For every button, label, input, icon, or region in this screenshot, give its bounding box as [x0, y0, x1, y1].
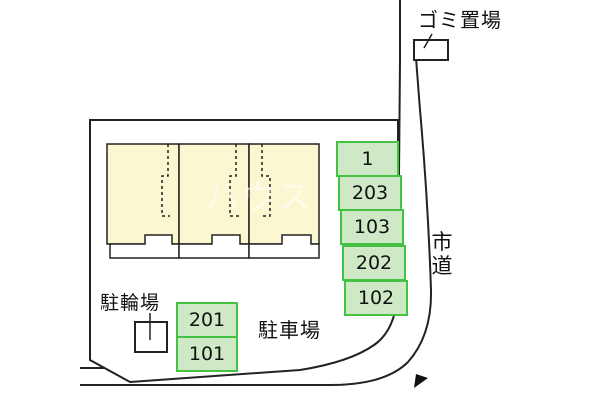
apartment-building: [106, 143, 320, 259]
balcony-strip-2: [178, 234, 250, 259]
parking-space-east: 202: [342, 245, 406, 281]
north-arrow-icon: [414, 374, 428, 388]
bicycle-parking-label: 駐輪場: [100, 292, 161, 314]
parking-space-east: 103: [340, 209, 404, 245]
parking-space-east: 203: [338, 175, 402, 211]
garbage-station-label: ゴミ置場: [418, 8, 502, 32]
garbage-station-box: [413, 39, 449, 61]
garbage-leader-line: [423, 33, 433, 49]
building-unit-3: [248, 143, 320, 245]
bicycle-parking-box: [134, 321, 168, 353]
parking-space-east: 1: [336, 141, 399, 177]
road-edge-east: [80, 44, 433, 386]
parking-space-south: 201: [176, 302, 238, 338]
watermark-text: ハウス: [205, 178, 313, 218]
stair-dashed-1: [161, 144, 170, 217]
balcony-strip-1: [109, 234, 180, 259]
stair-dashed-2: [229, 144, 240, 217]
balcony-strip-3: [248, 234, 320, 259]
parking-space-east: 102: [344, 280, 408, 316]
city-road-label: 市道: [431, 230, 453, 278]
car-parking-label: 駐車場: [258, 318, 321, 342]
parking-space-south: 101: [176, 336, 238, 372]
